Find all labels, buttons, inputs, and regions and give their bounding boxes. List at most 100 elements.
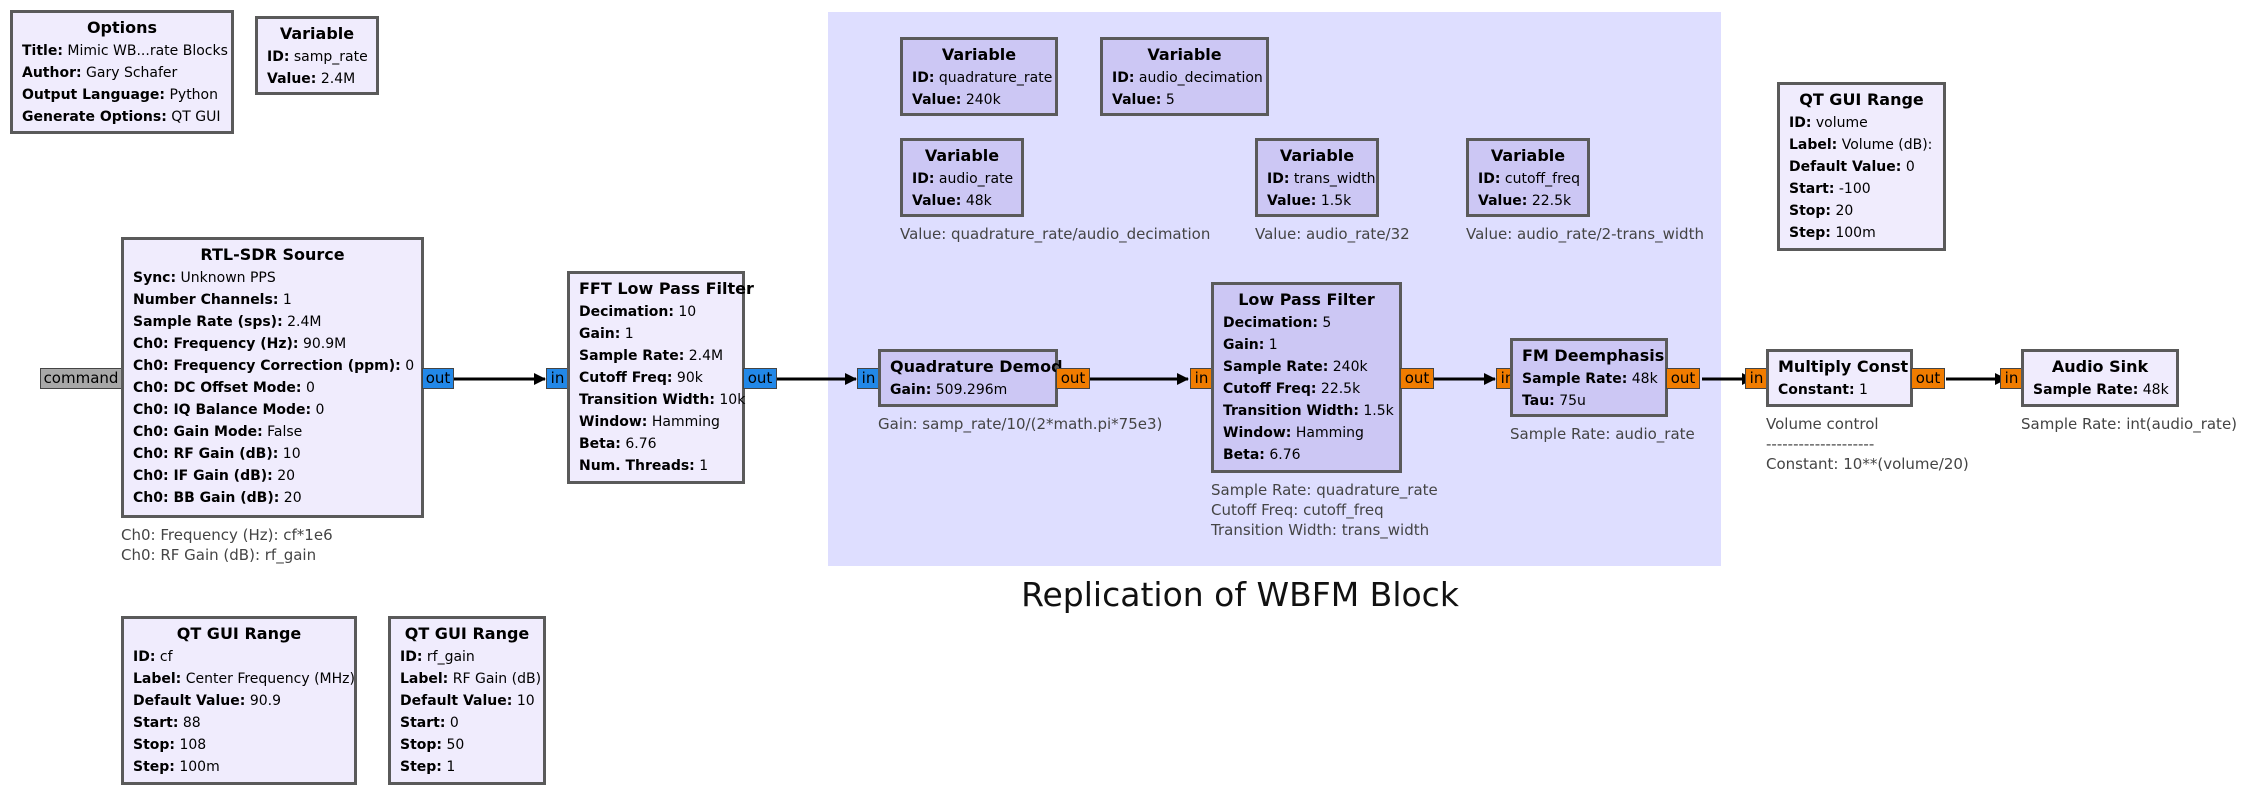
block-param: Transition Width: 1.5k	[1223, 400, 1394, 422]
mult-out-port[interactable]: out	[1911, 368, 1945, 389]
param-key: Label:	[133, 671, 182, 687]
param-value: 22.5k	[1316, 381, 1361, 397]
block-title: Variable	[941, 45, 1017, 64]
param-key: Value:	[1112, 92, 1162, 108]
block-title: Variable	[279, 24, 355, 43]
param-value: Hamming	[1291, 425, 1364, 441]
rtl-out-port[interactable]: out	[422, 368, 454, 389]
param-value: Volume (dB):	[1837, 137, 1933, 153]
param-key: Gain:	[890, 382, 932, 398]
demod-out-port[interactable]: out	[1056, 368, 1090, 389]
command-port[interactable]: command	[40, 368, 122, 389]
param-value: cf	[155, 649, 173, 665]
param-value: 0	[445, 715, 459, 731]
param-key: Beta:	[579, 436, 621, 452]
param-key: Number Channels:	[133, 292, 279, 308]
sink-in-port[interactable]: in	[2000, 368, 2023, 389]
param-key: Decimation:	[1223, 315, 1318, 331]
param-value: 240k	[961, 92, 1001, 108]
param-value: 5	[1317, 315, 1332, 331]
block-param: ID: samp_rate	[267, 46, 368, 68]
param-key: Decimation:	[579, 304, 674, 320]
param-value: Python	[165, 87, 218, 103]
param-key: Transition Width:	[579, 392, 715, 408]
quadrature-demod-block[interactable]: Quadrature Demod Gain: 509.296m	[878, 349, 1063, 407]
block-note: Value: audio_rate/2-trans_width	[1466, 224, 1704, 244]
mult-in-port[interactable]: in	[1745, 368, 1768, 389]
audio-sink-block[interactable]: Audio Sink Sample Rate: 48k	[2021, 349, 2179, 407]
param-key: ID:	[400, 649, 423, 665]
block-title: FM Deemphasis	[1522, 346, 1665, 365]
demod-in-port[interactable]: in	[857, 368, 880, 389]
param-value: trans_width	[1289, 171, 1376, 187]
block-param: Decimation: 10	[579, 301, 733, 323]
block-param: Ch0: Gain Mode: False	[133, 421, 412, 443]
block-title: Multiply Const	[1778, 357, 1909, 376]
param-key: Ch0: Gain Mode:	[133, 424, 263, 440]
lpf-in-port[interactable]: in	[1190, 368, 1213, 389]
block-param: Start: 88	[133, 712, 345, 734]
param-value: 20	[1831, 203, 1854, 219]
multiply-const-block[interactable]: Multiply Const Constant: 1	[1766, 349, 1913, 407]
param-key: Sample Rate:	[2033, 382, 2139, 398]
param-key: ID:	[267, 49, 290, 65]
block-params: Gain: 509.296m	[890, 379, 1046, 401]
note-line: Cutoff Freq: cutoff_freq	[1211, 501, 1384, 519]
param-key: Ch0: DC Offset Mode:	[133, 380, 302, 396]
param-value: 100m	[1830, 225, 1876, 241]
block-title: QT GUI Range	[404, 624, 530, 643]
param-value: 108	[175, 737, 207, 753]
note-line: Value: audio_rate/2-trans_width	[1466, 225, 1704, 243]
param-value: 0	[311, 402, 325, 418]
note-line: Transition Width: trans_width	[1211, 521, 1430, 539]
block-param: Gain: 1	[579, 323, 733, 345]
param-key: Title:	[22, 43, 63, 59]
fft-out-port[interactable]: out	[743, 368, 777, 389]
block-param: Label: Volume (dB):	[1789, 134, 1934, 156]
fft-in-port[interactable]: in	[546, 368, 569, 389]
block-param: Window: Hamming	[579, 411, 733, 433]
block-title: Variable	[924, 146, 1000, 165]
param-value: Unknown PPS	[176, 270, 276, 286]
param-value: Center Frequency (MHz)	[181, 671, 355, 687]
param-key: ID:	[912, 70, 935, 86]
block-param: ID: quadrature_rate	[912, 67, 1052, 89]
lpf-out-port[interactable]: out	[1400, 368, 1434, 389]
block-param: Step: 100m	[1789, 222, 1934, 244]
note-line: Value: quadrature_rate/audio_decimation	[900, 225, 1211, 243]
param-key: Ch0: RF Gain (dB):	[133, 446, 279, 462]
param-key: Start:	[1789, 181, 1835, 197]
block-title: Variable	[1279, 146, 1355, 165]
param-value: 1	[1264, 337, 1278, 353]
param-key: Cutoff Freq:	[579, 370, 673, 386]
block-param: Value: 22.5k	[1478, 190, 1578, 212]
note-line: Sample Rate: int(audio_rate)	[2021, 415, 2238, 433]
block-note: Sample Rate: audio_rate	[1510, 424, 1695, 444]
param-value: samp_rate	[289, 49, 368, 65]
block-param: Num. Threads: 1	[579, 455, 733, 477]
deemph-out-port[interactable]: out	[1666, 368, 1700, 389]
param-value: 2.4M	[282, 314, 322, 330]
param-value: 1	[278, 292, 292, 308]
block-param: Ch0: Frequency (Hz): 90.9M	[133, 333, 412, 355]
block-param: Value: 1.5k	[1267, 190, 1367, 212]
